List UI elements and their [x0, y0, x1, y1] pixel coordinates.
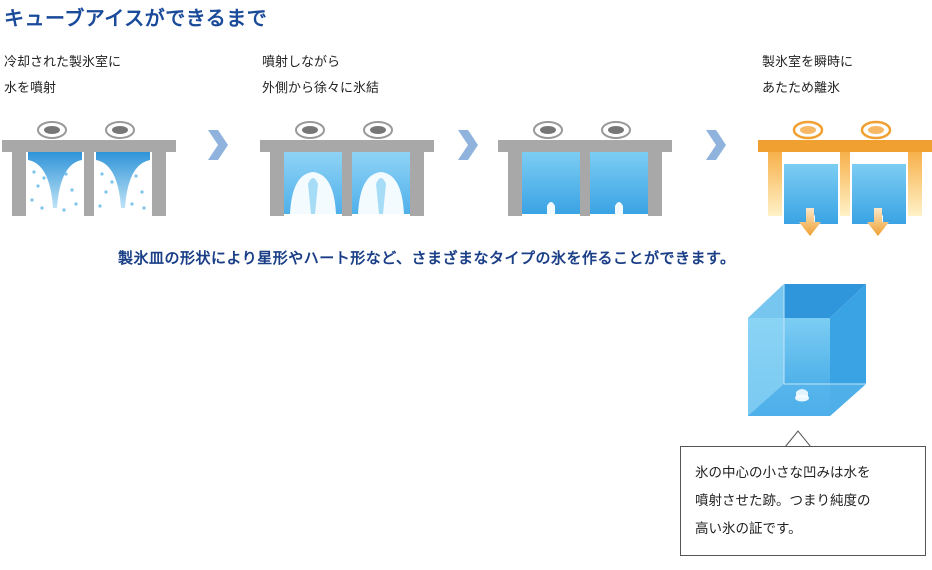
page-title: キューブアイスができるまで	[4, 6, 268, 30]
callout-line1: 氷の中心の小さな凹みは水を	[695, 465, 871, 481]
step-arrow-3	[706, 130, 726, 160]
step-4-caption-line2: あたため離氷	[762, 81, 841, 96]
shape-variety-note: 製氷皿の形状により星形やハート形など、さまざまなタイプの氷を作ることができます。	[118, 249, 736, 267]
step-1-spray-illustration	[2, 121, 176, 216]
step-1-caption-line2: 水を噴射	[4, 81, 57, 96]
step-arrow-2	[458, 130, 478, 160]
step-3-frozen-illustration	[498, 121, 672, 216]
step-2-caption-line1: 噴射しながら	[262, 55, 341, 70]
callout-line3: 高い氷の証です。	[695, 521, 802, 537]
step-2-caption-line2: 外側から徐々に氷結	[262, 81, 380, 96]
step-2-caption: 噴射しながら 外側から徐々に氷結	[262, 50, 379, 102]
dimple-explanation-callout: 氷の中心の小さな凹みは水を 噴射させた跡。つまり純度の 高い氷の証です。	[680, 446, 926, 556]
step-4-caption-line1: 製氷室を瞬時に	[762, 55, 854, 70]
step-1-caption: 冷却された製氷室に 水を噴射	[4, 50, 121, 102]
step-4-caption: 製氷室を瞬時に あたため離氷	[762, 50, 853, 102]
step-arrow-1	[208, 130, 228, 160]
step-1-caption-line1: 冷却された製氷室に	[4, 55, 122, 70]
step-2-freezing-illustration	[260, 121, 434, 216]
ice-cube-illustration	[748, 284, 866, 416]
callout-line2: 噴射させた跡。つまり純度の	[695, 493, 871, 509]
step-4-release-illustration	[758, 120, 932, 236]
